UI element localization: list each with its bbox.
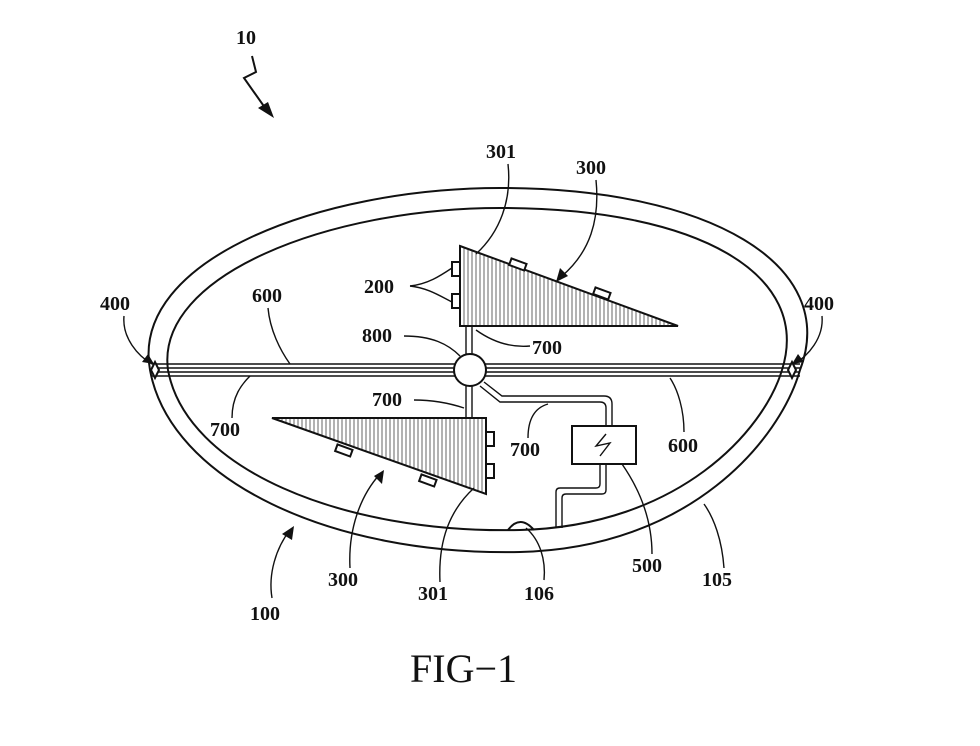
- housing-inner-wall: [166, 206, 788, 532]
- zigzag-arrow-icon: [242, 55, 274, 118]
- ref-wiring-d: 700: [510, 439, 540, 461]
- hinge-left: [149, 359, 161, 381]
- hinge-right: [786, 359, 798, 381]
- ref-wall-element: 106: [524, 583, 554, 605]
- wiring-to-power-unit: [479, 381, 613, 528]
- ref-wiring-a: 700: [532, 337, 562, 359]
- ref-divider-right: 600: [668, 435, 698, 457]
- ref-panel-lower: 300: [328, 569, 358, 591]
- housing-outer-wall: [147, 186, 809, 554]
- ref-outer-shell: 105: [702, 569, 732, 591]
- ref-hub: 800: [362, 325, 392, 347]
- ref-panel-upper: 300: [576, 157, 606, 179]
- ref-housing: 100: [250, 603, 280, 625]
- ref-hinge-left: 400: [100, 293, 130, 315]
- ref-hinge-right: 400: [804, 293, 834, 315]
- panel-upper: [451, 244, 679, 327]
- ref-panel-edge-lower: 301: [418, 583, 448, 605]
- panel-lower: [271, 417, 495, 496]
- ref-sensors: 200: [364, 276, 394, 298]
- figure-caption: FIG−1: [410, 646, 517, 691]
- ref-divider-left: 600: [252, 285, 282, 307]
- ref-assembly: 10: [236, 27, 256, 49]
- leader-lines: [123, 163, 823, 599]
- ref-wiring-c: 700: [210, 419, 240, 441]
- lightning-bolt-icon: [594, 433, 612, 457]
- wiring-posts: [465, 326, 473, 418]
- hub: [453, 353, 487, 387]
- ref-power-unit: 500: [632, 555, 662, 577]
- power-unit: [571, 425, 637, 465]
- ref-panel-edge-upper: 301: [486, 141, 516, 163]
- ref-wiring-b: 700: [372, 389, 402, 411]
- wall-element: [507, 521, 535, 531]
